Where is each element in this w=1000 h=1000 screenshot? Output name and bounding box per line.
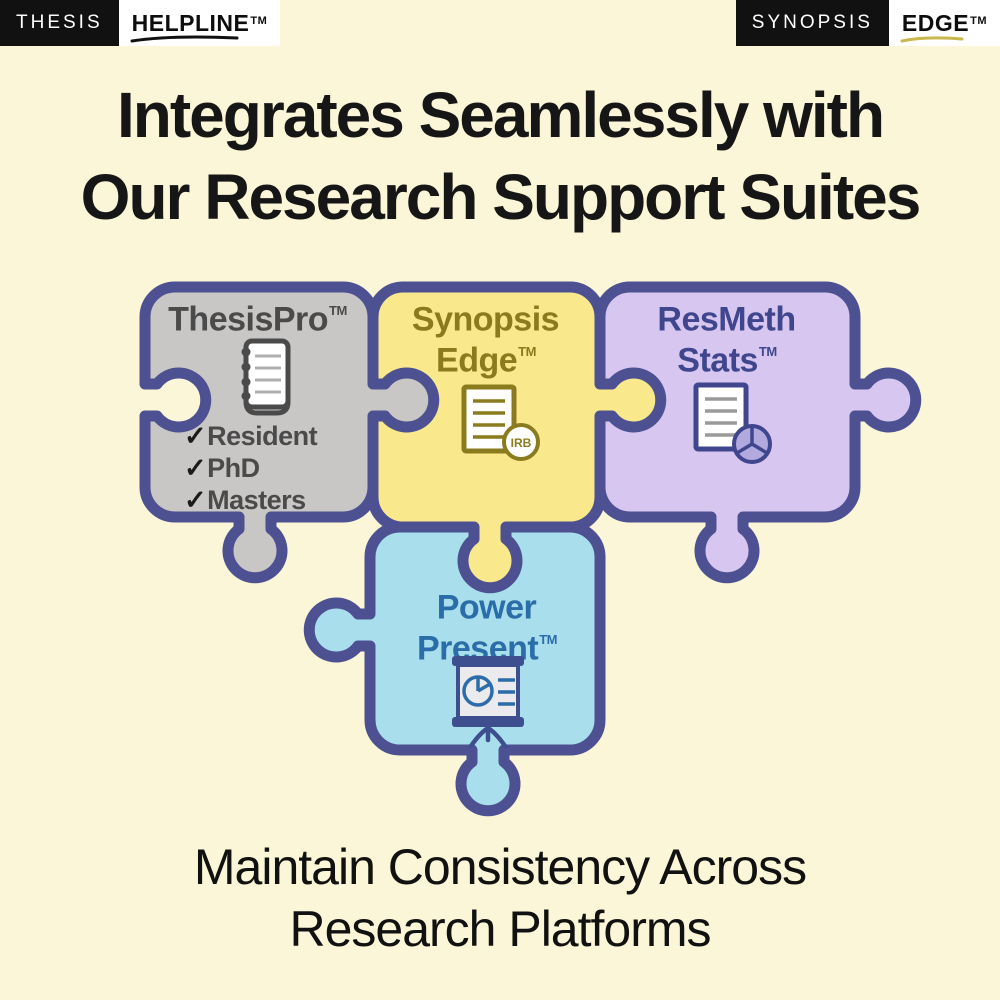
brand-thesis-box: THESIS xyxy=(0,0,119,46)
brand-helpline-text: HELPLINE xyxy=(131,9,250,36)
brand-helpline-tm: TM xyxy=(250,15,268,27)
brand-synopsis-text: SYNOPSIS xyxy=(751,12,873,33)
underline-swoosh-icon xyxy=(130,35,239,43)
checklist-item: ✓PhD xyxy=(184,453,260,483)
tagline-line2: Research Platforms xyxy=(289,901,711,957)
puzzle-piece-thesispro xyxy=(139,281,440,584)
irb-document-icon: IRB xyxy=(461,384,540,461)
brand-synopsis-box: SYNOPSIS xyxy=(735,0,889,46)
presentation-board-icon xyxy=(452,656,524,749)
underline-swoosh-icon xyxy=(900,36,964,43)
irb-badge-text: IRB xyxy=(511,436,532,450)
thesispro-tm: TM xyxy=(329,303,347,318)
checkmark-icon: ✓ xyxy=(184,485,207,515)
puzzle-piece-power-present xyxy=(303,521,606,817)
power-tm: TM xyxy=(539,632,557,648)
resmeth-name-line1: ResMeth xyxy=(657,300,796,339)
brand-edge-tm: TM xyxy=(970,15,987,27)
synopsis-tm: TM xyxy=(518,344,536,360)
tagline: Maintain Consistency Across Research Pla… xyxy=(0,836,1000,960)
stats-pie-document-icon xyxy=(693,382,772,464)
checklist-item: ✓Resident xyxy=(184,421,318,451)
page-title-line1: Integrates Seamlessly with xyxy=(116,79,885,151)
resmeth-name-line2: Stats xyxy=(677,341,758,380)
piece-title-thesispro: ThesisProTM xyxy=(150,296,365,379)
brand-edge-text: EDGE xyxy=(901,9,970,36)
power-name-line1: Power xyxy=(436,588,537,627)
resmeth-tm: TM xyxy=(758,344,777,360)
spiral-notebook-icon xyxy=(241,338,291,416)
synopsis-name-line2: Edge xyxy=(436,341,518,380)
piece-title-synopsis-edge: Synopsis EdgeTM xyxy=(375,296,597,380)
synopsis-name-line1: Synopsis xyxy=(411,300,560,339)
checkmark-icon: ✓ xyxy=(184,453,207,483)
thesispro-name: ThesisPro xyxy=(168,300,329,339)
checkmark-icon: ✓ xyxy=(184,421,207,451)
page-title: Integrates Seamlessly with Our Research … xyxy=(0,74,1000,238)
page-title-line2: Our Research Support Suites xyxy=(80,161,922,233)
piece-title-resmeth-stats: ResMeth StatsTM xyxy=(613,296,841,380)
tagline-line1: Maintain Consistency Across xyxy=(193,839,807,895)
brand-thesis-text: THESIS xyxy=(16,12,103,33)
checklist-item: ✓Masters xyxy=(184,485,306,515)
thesispro-checklist: ✓Resident ✓PhD ✓Masters xyxy=(184,420,318,516)
